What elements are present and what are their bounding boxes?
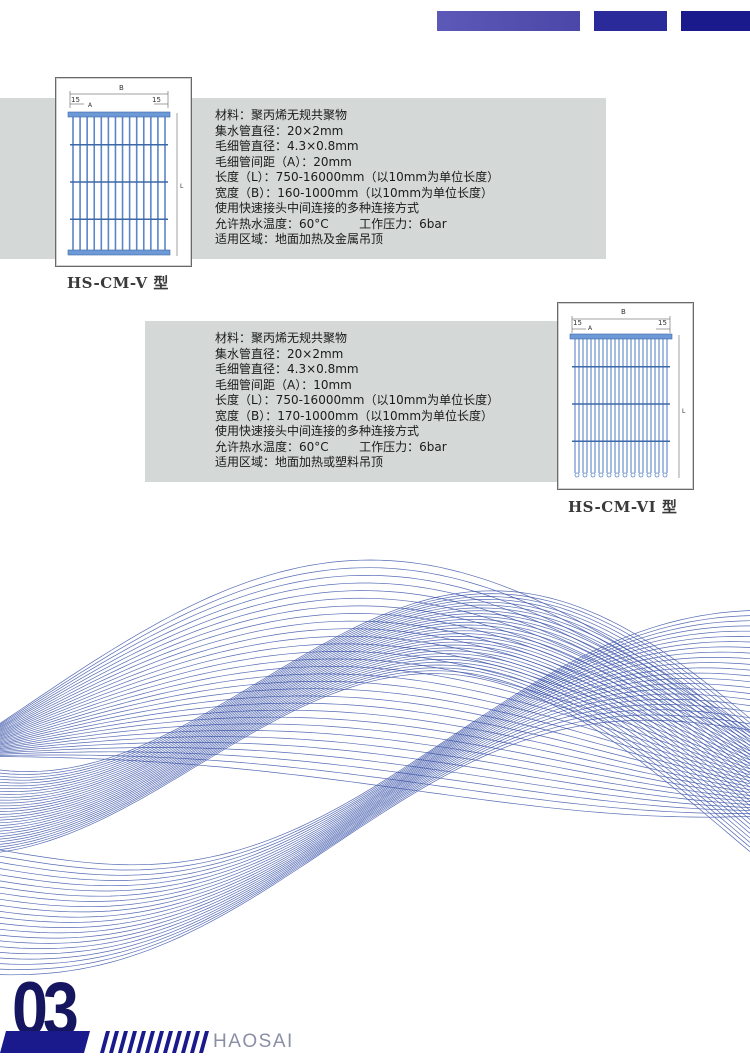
- footer-stripe: [100, 1031, 110, 1053]
- dim-label-a: A: [88, 102, 93, 109]
- spec-line: 适用区域：地面加热或塑料吊顶: [215, 455, 384, 469]
- decorative-wave-lines: [0, 559, 750, 976]
- footer-stripe: [199, 1031, 209, 1053]
- dim-label-b: B: [119, 84, 124, 92]
- spec-line: 材料：聚丙烯无规共聚物: [215, 331, 348, 345]
- footer-stripe: [172, 1031, 182, 1053]
- spec-line: 毛细管直径：4.3×0.8mm: [215, 362, 359, 376]
- dim-label-left: 15: [71, 96, 80, 104]
- product-2-spec-band: [145, 321, 561, 482]
- mat-structure: [569, 316, 680, 478]
- capillary-mat-drawing: B 15 15 A L: [67, 84, 184, 256]
- header-pipe: [569, 333, 673, 340]
- spec-line: 使用快速接头中间连接的多种连接方式: [215, 424, 420, 438]
- capillary-mat-drawing: B 15 15 A L: [569, 308, 686, 478]
- dim-label-right: 15: [152, 96, 161, 104]
- spec-line: 长度（L）：750-16000mm（以10mm为单位长度）: [215, 393, 500, 407]
- footer-stripe: [145, 1031, 155, 1053]
- dim-label-left: 15: [573, 319, 582, 327]
- spec-line: 适用区域：地面加热及金属吊顶: [215, 232, 384, 246]
- brand-name: HAOSAI: [213, 1031, 294, 1052]
- product-1-specs: 材料：聚丙烯无规共聚物 集水管直径：20×2mm 毛细管直径：4.3×0.8mm…: [215, 108, 499, 248]
- footer-stripe: [127, 1031, 137, 1053]
- spec-line: 允许热水温度：60°C 工作压力：6bar: [215, 439, 447, 454]
- footer-stripe: [109, 1031, 119, 1053]
- wave-band-c: [0, 610, 750, 976]
- footer-stripe: [118, 1031, 128, 1053]
- spec-line: 毛细管直径：4.3×0.8mm: [215, 139, 359, 153]
- spec-line: 长度（L）：750-16000mm（以10mm为单位长度）: [215, 170, 500, 184]
- footer-stripe: [190, 1031, 200, 1053]
- dim-label-a: A: [588, 325, 593, 332]
- wave-band-a: [0, 559, 750, 818]
- header-bar-light: [437, 11, 580, 31]
- mat-structure: [67, 91, 178, 256]
- spec-line: 材料：聚丙烯无规共聚物: [215, 108, 348, 122]
- footer-stripes: [0, 1031, 209, 1053]
- footer-stripe: [154, 1031, 164, 1053]
- dim-label-l: L: [682, 408, 686, 415]
- spec-line: 宽度（B）：170-1000mm（以10mm为单位长度）: [215, 408, 494, 423]
- spec-line: 毛细管间距（A）：10mm: [215, 377, 352, 392]
- spec-line: 毛细管间距（A）：20mm: [215, 154, 352, 169]
- product-1-diagram: B 15 15 A L: [55, 77, 192, 267]
- spec-line: 使用快速接头中间连接的多种连接方式: [215, 201, 420, 215]
- footer-stripe: [136, 1031, 146, 1053]
- dim-label-right: 15: [658, 319, 667, 327]
- spec-line: 宽度（B）：160-1000mm（以10mm为单位长度）: [215, 185, 494, 200]
- footer-stripe: [181, 1031, 191, 1053]
- header-pipe: [67, 111, 171, 118]
- header-bar-medium: [594, 11, 667, 31]
- spec-line: 集水管直径：20×2mm: [215, 123, 344, 138]
- wave-band-b: [0, 590, 750, 853]
- product-2-model: HS-CM-VI 型: [568, 498, 678, 516]
- header-pipe: [67, 249, 171, 256]
- product-2-specs: 材料：聚丙烯无规共聚物 集水管直径：20×2mm 毛细管直径：4.3×0.8mm…: [215, 331, 499, 471]
- footer-stripe: [163, 1031, 173, 1053]
- dim-label-l: L: [180, 183, 184, 190]
- product-2-diagram: B 15 15 A L: [557, 302, 694, 490]
- dim-label-b: B: [621, 308, 626, 316]
- spec-line: 允许热水温度：60°C 工作压力：6bar: [215, 216, 447, 231]
- spec-line: 集水管直径：20×2mm: [215, 346, 344, 361]
- product-1-model: HS-CM-V 型: [67, 274, 169, 292]
- header-bar-dark: [681, 11, 750, 31]
